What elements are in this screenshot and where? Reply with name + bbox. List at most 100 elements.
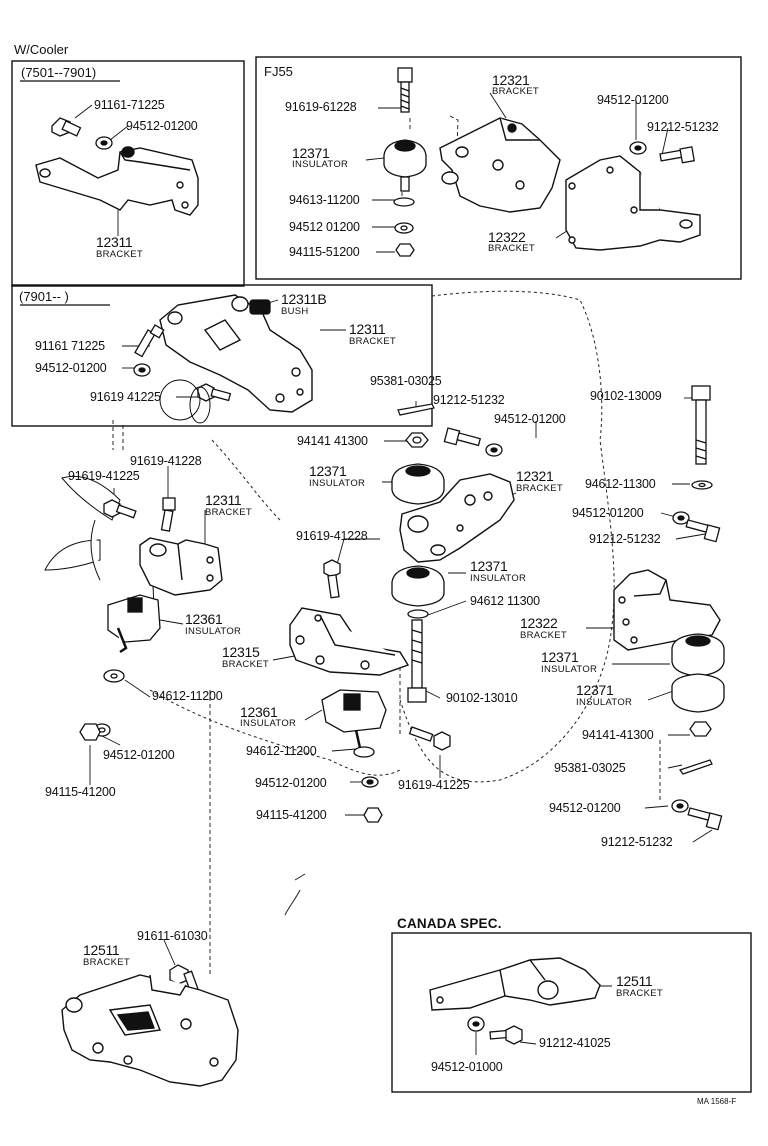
label-94141-41300-a: 94141 41300 [297,434,368,448]
label-94612-11300-b: 94612 11300 [470,594,540,608]
label-90102-13010: 90102-13010 [446,691,518,705]
label-insulator-d: INSULATOR [185,626,242,637]
bracket-12311-c [139,537,223,596]
label-91212-51232-a: 91212-51232 [647,120,719,134]
bolt-91161-71225-a [51,117,82,137]
washer-94612-11200-b [353,746,375,758]
header-w-cooler: W/Cooler [14,42,69,57]
label-bracket-f: BRACKET [205,507,252,518]
pulley [159,379,211,424]
label-91619-41225-a: 91619 41225 [90,390,161,404]
label-94512-01200-d: 94512-01200 [35,361,107,375]
label-bracket-d: BRACKET [349,336,396,347]
label-91212-41025: 91212-41025 [539,1036,611,1050]
bracket-12311-a [35,146,199,216]
box-7501-7901 [11,60,245,287]
label-94612-11200-a: 94612-11200 [152,689,223,703]
label-12311-b: 12311 [349,321,386,337]
label-insulator-b: INSULATOR [309,478,366,489]
label-12322-a: 12322 [488,229,526,245]
label-bracket-h: BRACKET [520,630,567,641]
label-91619-41225-c: 91619-41225 [398,778,470,792]
bolt-91619-41228-b [323,559,341,599]
bracket-12321-a [439,117,561,213]
washer-94612-11300-b [407,609,429,619]
label-12311-c: 12311 [205,492,242,508]
bracket-12315 [289,607,410,676]
label-94512-01200-c: 94512 01200 [289,220,360,234]
nut-94115-51200 [395,243,415,257]
bolt-91619-41225-a [197,383,232,402]
bolt-91212-51232-d [687,807,723,831]
label-94115-41200-b: 94115-41200 [256,808,327,822]
label-12371-c: 12371 [470,558,508,574]
bolt-91212-51232-c [685,519,721,543]
insulator-12361-b [321,689,387,749]
label-12511-b: 12511 [616,973,653,989]
bracket-12321-b [399,473,515,563]
bolt-91161-71225-b [134,324,165,358]
insulator-12371-e [671,673,725,713]
label-91212-51232-d: 91212-51232 [601,835,673,849]
washer-94512-01200-i [671,799,689,813]
insulator-12371-d [671,633,725,677]
header-range-7501-7901: (7501--7901) [21,65,97,80]
nut-94115-41200-b [363,807,383,823]
label-bracket-j: BRACKET [616,988,663,999]
label-91619-41228-a: 91619-41228 [130,454,202,468]
bolt-91619-41225-c [408,726,451,751]
engine-outline [149,290,615,783]
label-bracket-c: BRACKET [488,243,535,254]
label-95381-03025-b: 95381-03025 [554,761,626,775]
bolt-91619-61228 [397,67,413,113]
label-91619-41225-b: 91619-41225 [68,469,140,483]
header-canada-spec: CANADA SPEC. [397,916,502,931]
label-12321-a: 12321 [492,72,530,88]
label-94612-11200-b: 94612-11200 [246,744,317,758]
label-94512-01200-f: 94512-01200 [572,506,644,520]
label-bush: BUSH [281,306,309,317]
label-12322-b: 12322 [520,615,558,631]
label-12315: 12315 [222,644,260,660]
washer-94512-01200-f [672,511,690,525]
label-91619-41228-b: 91619-41228 [296,529,368,543]
label-94115-51200: 94115-51200 [289,245,360,259]
label-94141-41300-b: 94141-41300 [582,728,654,742]
pin-95381-03025-b [679,759,713,775]
bolt-91611-61030 [169,964,200,994]
label-94512-01200-h: 94512-01200 [255,776,327,790]
label-bracket-i: BRACKET [83,957,130,968]
bracket-12322-b [613,569,721,651]
washer-94612-11300-a [691,480,713,490]
bracket-12322-a [565,155,701,251]
label-91161-71225-a: 91161-71225 [94,98,165,112]
washer-94612-11200-a [103,669,125,683]
box-fj55 [255,56,742,280]
washer-94512-01200-h [361,776,379,788]
label-94612-11300-a: 94612-11300 [585,477,656,491]
header-fj55: FJ55 [264,64,293,79]
bolt-90102-13009 [691,385,711,465]
bolt-91619-41228-a [160,497,176,532]
label-90102-13009: 90102-13009 [590,389,662,403]
bolt-91212-51232-a [659,146,696,164]
washer-94512-01200-c [394,222,414,234]
bracket-12511-b [429,957,601,1011]
label-91161-71225-b: 91161 71225 [35,339,105,353]
washer-94613-11200 [393,197,415,207]
insulator-12361-a [107,594,161,654]
header-range-7901: (7901-- ) [19,289,69,304]
label-insulator-c: INSULATOR [470,573,527,584]
insulator-12371-c [391,565,445,607]
bolt-91212-41025 [489,1025,523,1045]
label-12371-a: 12371 [292,145,330,161]
label-bracket-a: BRACKET [96,249,143,260]
label-insulator-g: INSULATOR [240,718,297,729]
label-insulator-f: INSULATOR [576,697,633,708]
label-94512-01200-b: 94512-01200 [597,93,669,107]
bracket-12511-a [61,974,239,1087]
label-94613-11200: 94613-11200 [289,193,360,207]
pin-95381-03025-a [397,403,435,416]
label-94512-01000: 94512-01000 [431,1060,503,1074]
